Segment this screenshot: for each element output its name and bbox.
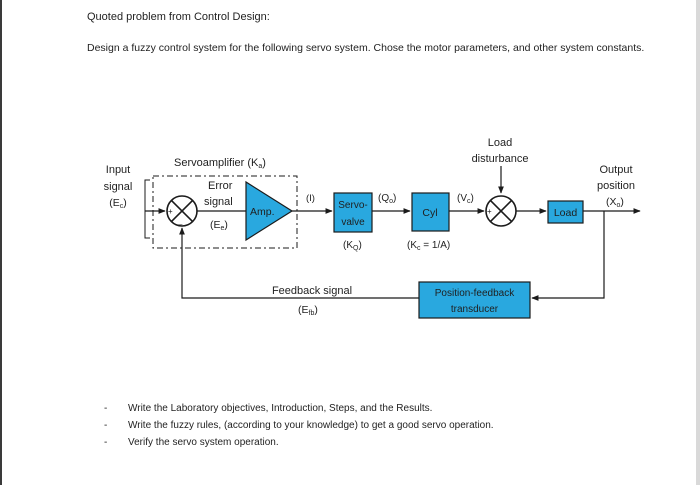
amplifier-label: Amp. (250, 206, 275, 218)
summing-junction-2 (485, 195, 517, 227)
error-signal-label-line2: signal (204, 196, 233, 208)
error-signal-label: Error (208, 180, 233, 192)
left-edge-bar (0, 0, 2, 485)
task-text: Write the fuzzy rules, (according to you… (128, 420, 494, 431)
transducer-label-line2: transducer (451, 304, 499, 315)
summing-junction-1-minus: – (178, 220, 183, 229)
flow-label: (Qo) (378, 193, 396, 205)
input-label-symbol: (Ec) (109, 197, 127, 210)
task-text: Write the Laboratory objectives, Introdu… (128, 403, 433, 414)
feedback-signal-label: Feedback signal (272, 285, 352, 297)
task-text: Verify the servo system operation. (128, 437, 279, 448)
output-label-symbol: (Xo) (606, 196, 624, 209)
document-heading: Quoted problem from Control Design: (87, 11, 270, 23)
summing-junction-2-plus: + (487, 207, 492, 216)
transducer-label: Position-feedback (435, 288, 515, 299)
input-label-line2: signal (104, 181, 133, 193)
current-label: (I) (306, 193, 315, 204)
servoamplifier-boundary (152, 175, 298, 249)
cylinder-block (411, 192, 450, 232)
task-bullet: - (104, 403, 108, 414)
input-bracket (144, 179, 150, 239)
task-item: - Verify the servo system operation. (104, 434, 494, 451)
summing-junction-1-plus: + (168, 207, 173, 216)
amplifier-block (245, 180, 294, 242)
problem-statement: Design a fuzzy control system for the fo… (87, 42, 645, 54)
task-item: - Write the fuzzy rules, (according to yo… (104, 417, 494, 434)
servoamplifier-label: Servoamplifier (Ka) (174, 157, 266, 170)
output-label: Output (599, 164, 632, 176)
load-disturbance-label: Load (488, 137, 512, 149)
cylinder-label: Cyl (422, 207, 437, 219)
task-bullet: - (104, 437, 108, 448)
servo-valve-label: Servo- (338, 200, 367, 211)
output-label-line2: position (597, 180, 635, 192)
load-block (547, 200, 584, 224)
task-item: - Write the Laboratory objectives, Introd… (104, 400, 494, 417)
feedback-path-left (179, 227, 419, 299)
summing-junction-1 (166, 195, 198, 227)
load-disturbance-label-line2: disturbance (472, 153, 529, 165)
transducer-block (418, 281, 531, 319)
servo-valve-block (333, 192, 373, 233)
servo-valve-label-line2: valve (341, 217, 365, 228)
velocity-label: (Vc) (457, 193, 474, 205)
cylinder-gain: (Kc = 1/A) (407, 240, 450, 252)
task-bullet: - (104, 420, 108, 431)
feedback-signal-symbol: (Efb) (298, 304, 318, 317)
input-label: Input (106, 164, 130, 176)
feedback-path-right (531, 211, 605, 301)
servo-valve-gain: (KQ) (343, 240, 362, 252)
load-label: Load (554, 207, 578, 219)
right-edge-bar (696, 0, 700, 485)
task-list: - Write the Laboratory objectives, Introd… (104, 400, 494, 451)
error-signal-symbol: (Ee) (210, 219, 228, 232)
